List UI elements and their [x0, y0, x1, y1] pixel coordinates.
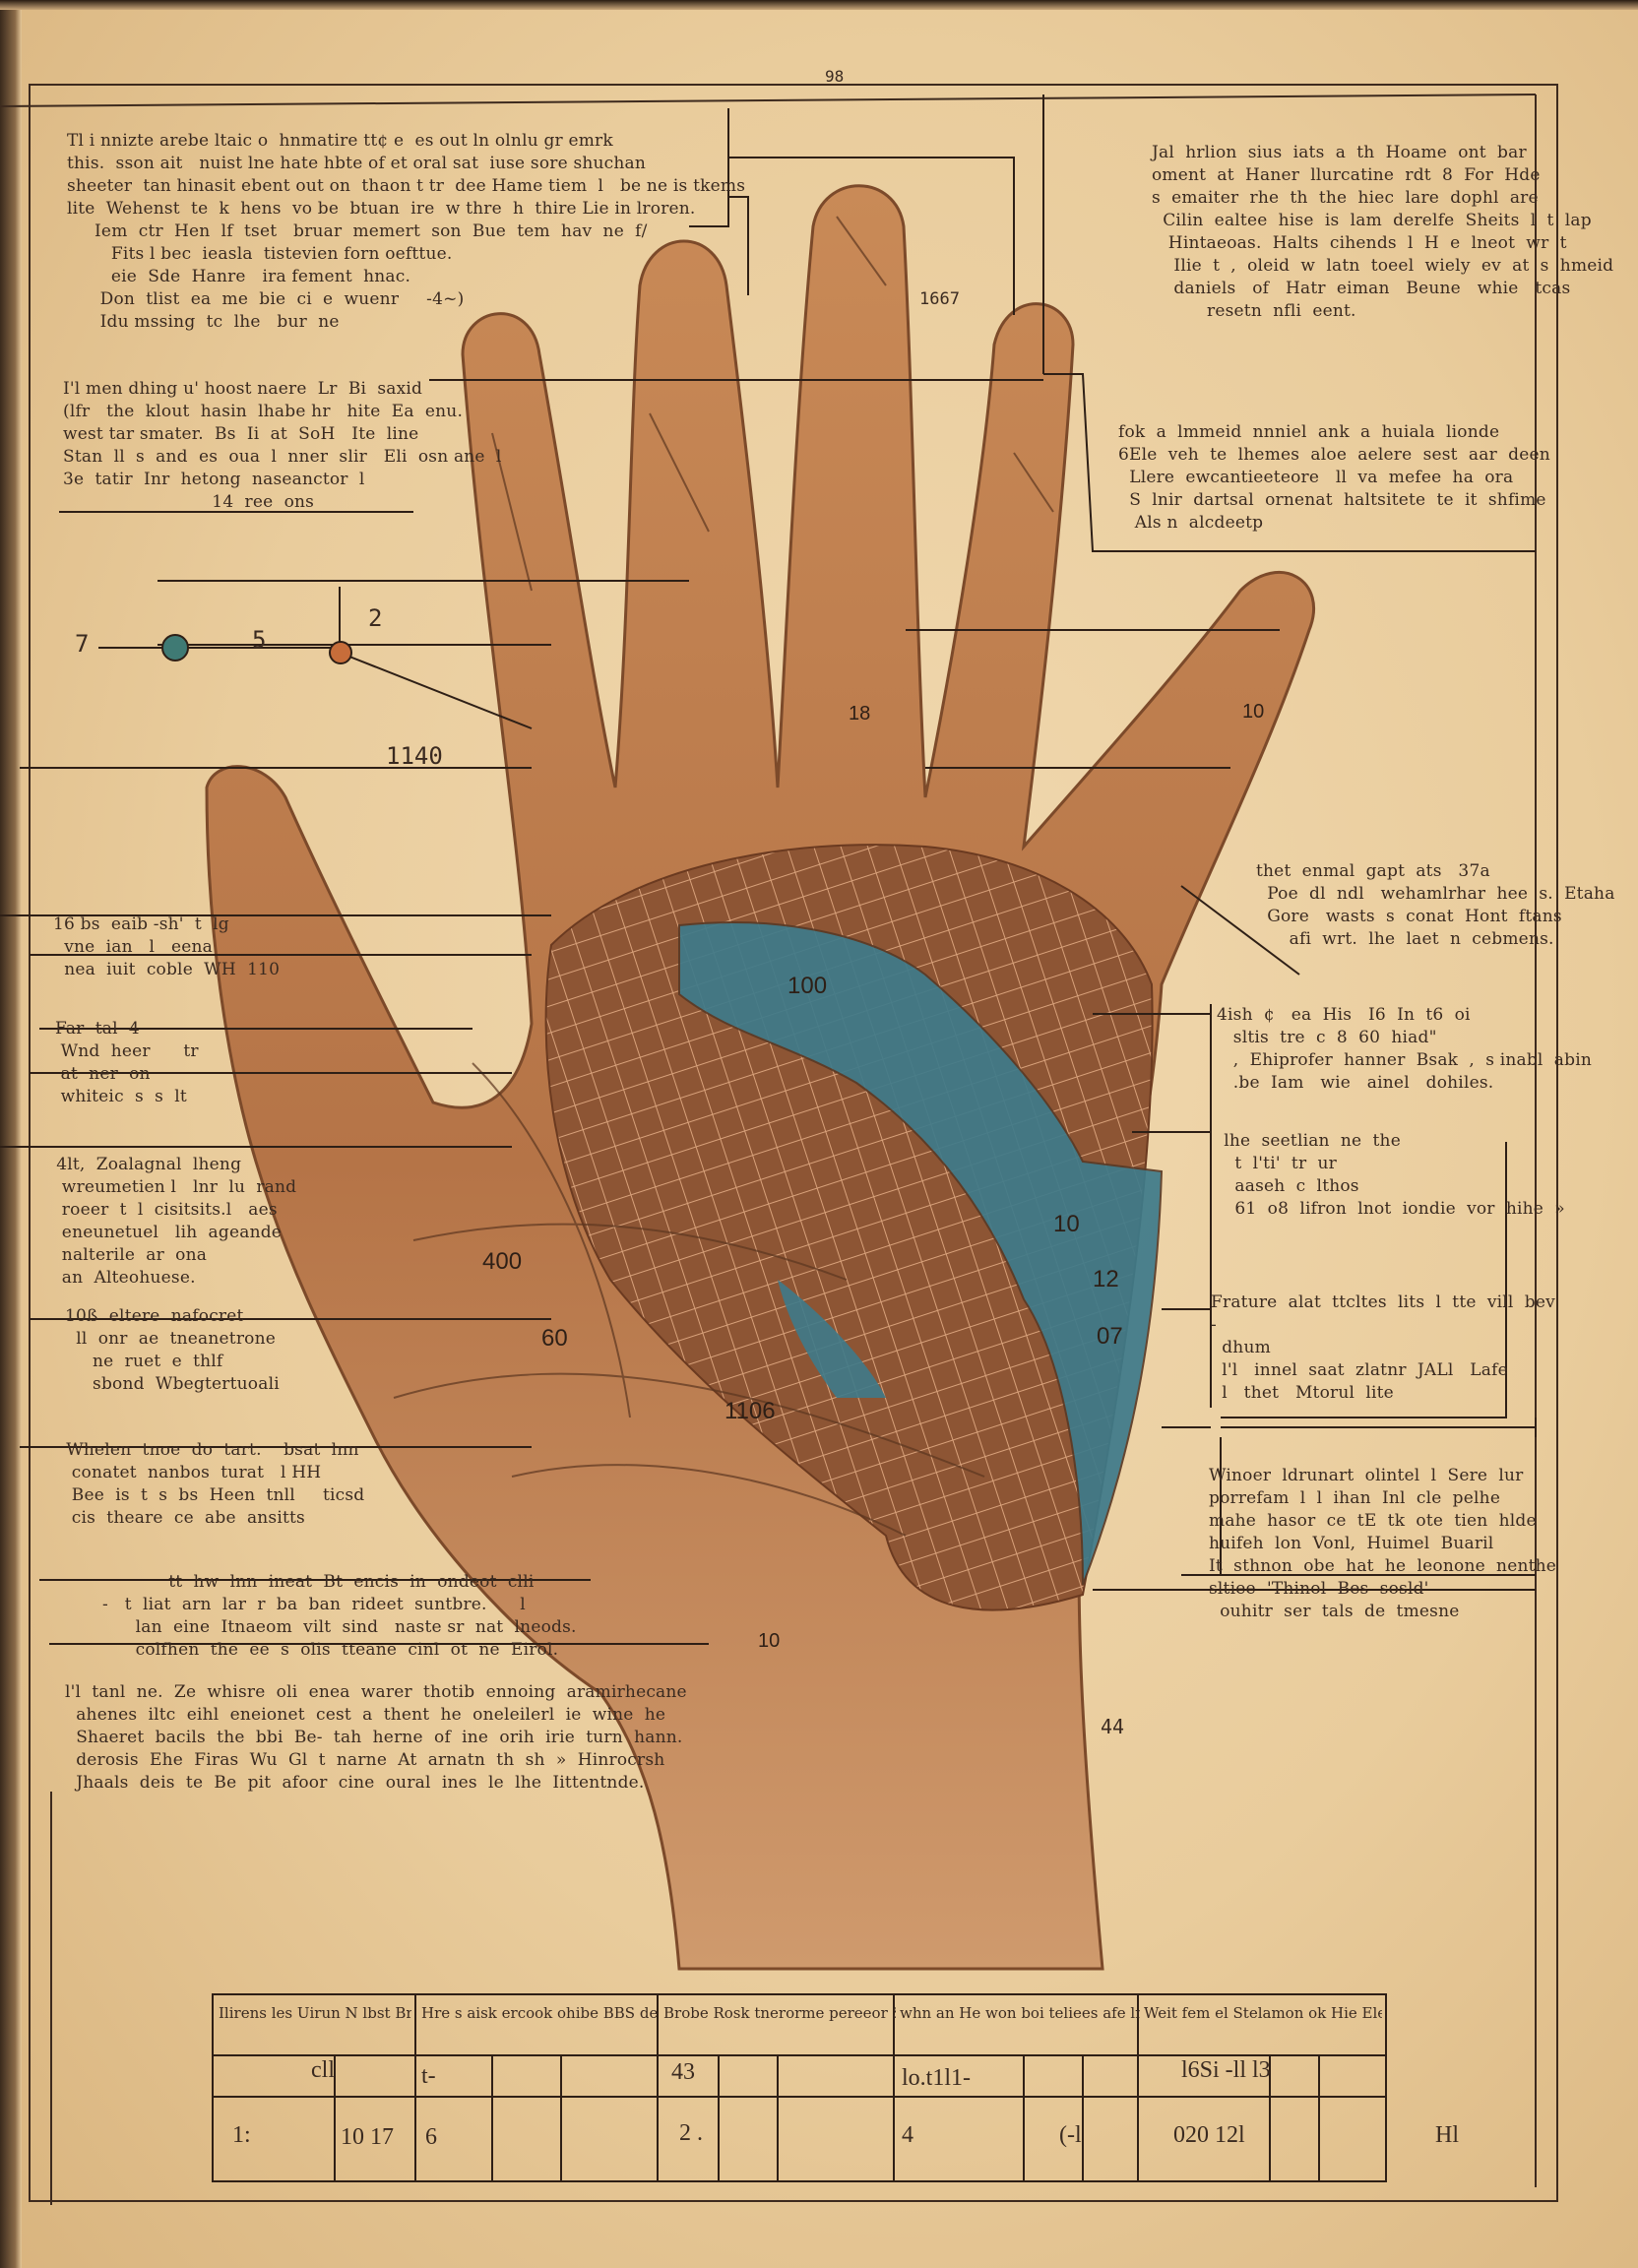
label-5: 5: [252, 626, 267, 654]
annotation-left-3: 16 bs eaib -sh' t lg vne ian l eena nea …: [53, 914, 281, 979]
leader-lines: [0, 94, 1537, 1645]
table-cell: (-l: [1059, 2122, 1082, 2148]
teal-node: [161, 634, 189, 662]
annotation-left-5: 4lt, Zoalagnal lheng wreumetien l lnr lu…: [56, 1155, 297, 1288]
table-header-1: Ilirens les Uirun N lbst Brodieve N BES …: [219, 2004, 411, 2022]
annotation-left-8: tt hw lnn ineat Bt encis in ondeot clli …: [102, 1572, 577, 1660]
table-header-3: Brobe Rosk tnerorme pereeor Se ain uel a…: [663, 2004, 896, 2022]
table-cell: Hl: [1435, 2122, 1459, 2148]
palm-label-12: 12: [1093, 1266, 1119, 1292]
label-44: 44: [1101, 1715, 1125, 1738]
table-cell: t-: [421, 2063, 436, 2089]
label-1667: 1667: [919, 289, 960, 309]
table-cell: 4: [902, 2122, 914, 2148]
table-header-5: Weit fem el Stelamon ok Hie Ele Hilowe n…: [1144, 2004, 1382, 2022]
annotation-left-6: 10ß eltere nafocret ll onr ae tneanetron…: [65, 1306, 280, 1394]
label-2: 2: [368, 604, 383, 632]
table-cell: 6: [425, 2124, 437, 2150]
table-cell: l6Si -ll l3: [1181, 2057, 1271, 2083]
table-cell: 1:: [232, 2122, 251, 2148]
annotation-right-5: lhe seetlian ne the t l'ti' tr ur aaseh …: [1224, 1131, 1565, 1219]
table-cell: cll: [311, 2057, 335, 2083]
annotation-left-7: Whelen tnoe do tart. bsat lnn conatet na…: [66, 1440, 365, 1528]
annotation-left-9: l'l tanl ne. Ze whisre oli enea warer th…: [65, 1682, 687, 1793]
palm-label-1106: 1106: [724, 1398, 776, 1424]
palm-label-10b: 10: [758, 1630, 781, 1652]
annotation-right-2: fok a lmmeid nnniel ank a huiala lionde …: [1118, 422, 1550, 533]
annotation-right-7: Winoer ldrunart olintel l Sere lur porre…: [1209, 1466, 1557, 1621]
table-cell: 020 12l: [1173, 2122, 1245, 2148]
orange-node: [329, 641, 352, 664]
table-cell: 43: [671, 2059, 695, 2085]
palm-label-400: 400: [482, 1248, 523, 1275]
label-7: 7: [75, 630, 90, 658]
palm-label-100: 100: [788, 973, 828, 999]
annotation-left-2: I'l men dhing u' hoost naere Lr Bi saxid…: [63, 379, 502, 512]
palm-label-60: 60: [541, 1325, 568, 1352]
annotation-left-4: Far tal 4 Wnd heer tr at ner on whiteic …: [55, 1019, 199, 1106]
book-spine: [0, 0, 22, 2268]
hand-illustration: [205, 184, 1316, 1971]
palm-label-10c: 10: [1242, 701, 1265, 723]
palm-label-18: 18: [849, 703, 871, 724]
frame-lines: [0, 84, 1558, 2205]
node-connector: [98, 587, 533, 729]
table-cell: lo.t1l1-: [902, 2065, 971, 2091]
palm-label-07: 07: [1097, 1323, 1123, 1350]
label-98: 98: [825, 67, 845, 86]
table-cell: 10 17: [341, 2124, 394, 2150]
table-grid: [212, 1993, 1387, 2182]
table-header-4: whn an He won boi teliees afe lnitnk sor…: [900, 2004, 1140, 2022]
label-1140: 1140: [386, 742, 443, 770]
annotation-right-6: Frature alat ttcltes lits l tte vill bev…: [1211, 1292, 1555, 1403]
page-top-edge: [0, 0, 1638, 10]
table-header-2: Hre s aisk ercook ohibe BBS de h e ls se…: [421, 2004, 658, 2022]
palm-label-10: 10: [1053, 1211, 1080, 1237]
annotation-left-top: Tl i nnizte arebe ltaic o hnmatire tt¢ e…: [67, 131, 746, 332]
reference-table: Ilirens les Uirun N lbst Brodieve N BES …: [213, 1994, 1459, 2183]
annotation-right-4: 4ish ¢ ea His I6 In t6 oi sltis tre c 8 …: [1217, 1005, 1592, 1093]
annotation-right-top: Jal hrlion sius iats a th Hoame ont bar …: [1152, 143, 1614, 321]
annotation-right-3: thet enmal gapt ats 37a Poe dl ndl weham…: [1256, 861, 1615, 949]
table-cell: 2 .: [679, 2120, 703, 2146]
